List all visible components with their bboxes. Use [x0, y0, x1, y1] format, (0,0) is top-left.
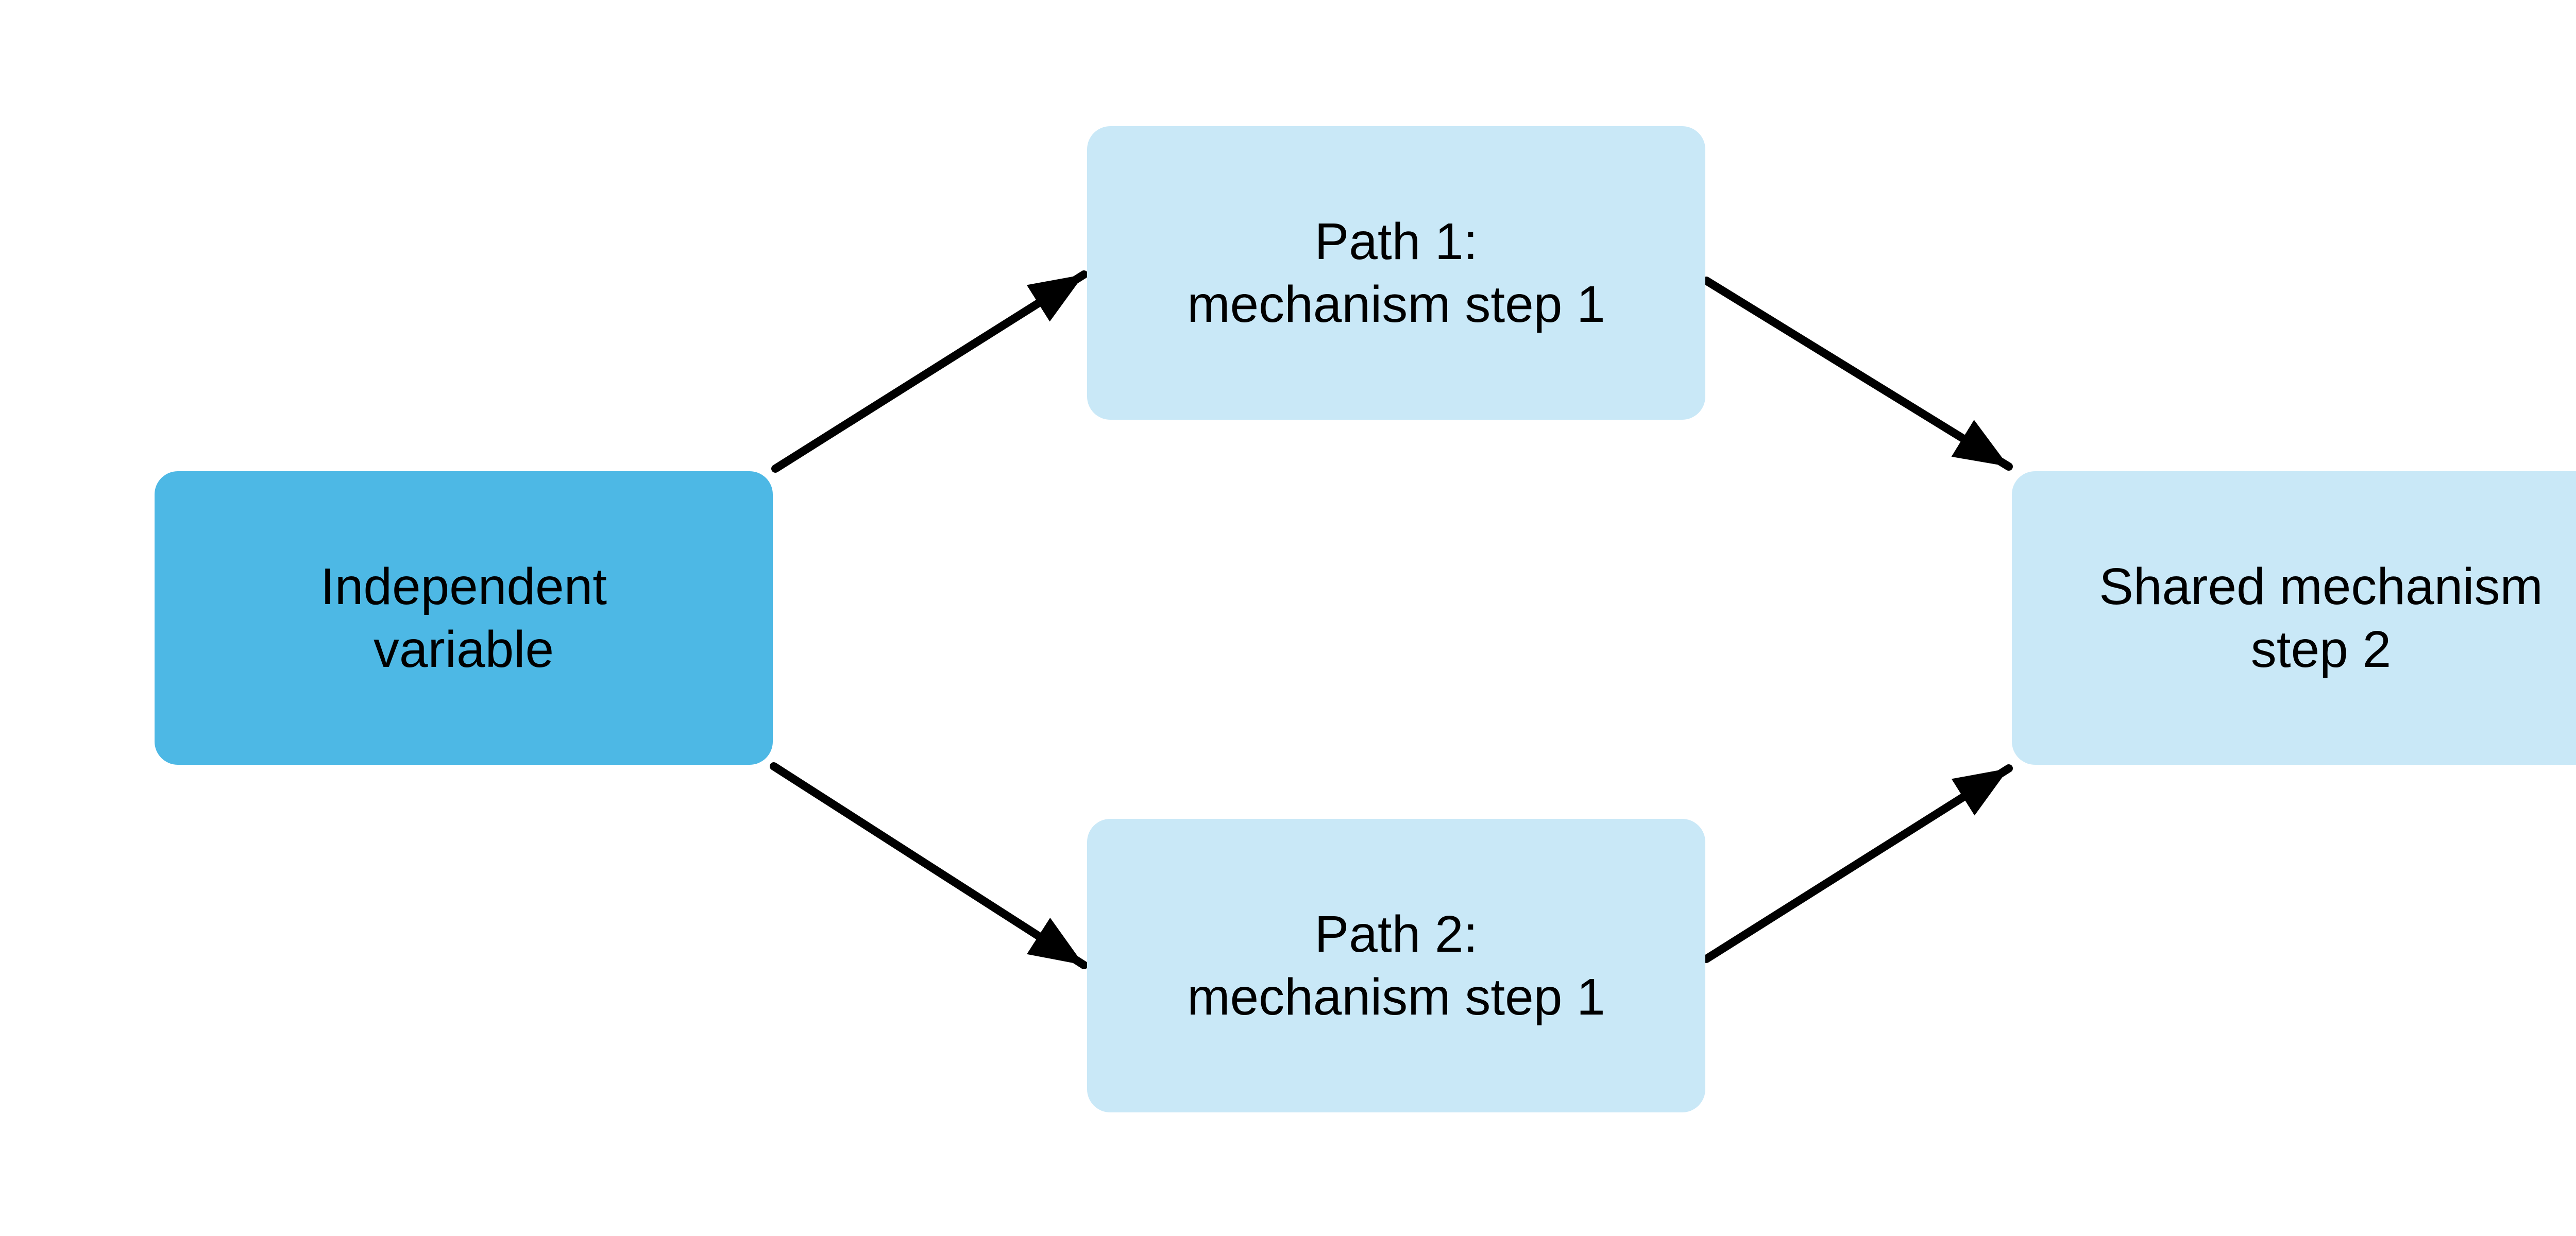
node-label-line: step 2	[2250, 621, 2392, 678]
node-label-line: Shared mechanism	[2099, 558, 2543, 615]
edge-independent-to-path-2	[770, 762, 1088, 969]
node-path-2: Path 2: mechanism step 1	[1087, 819, 1705, 1112]
node-label-line: variable	[373, 621, 554, 678]
node-label-line: Path 2:	[1314, 905, 1478, 963]
node-independent-variable: Independent variable	[155, 471, 773, 765]
node-label-line: Independent	[320, 558, 607, 615]
node-label-line: mechanism step 1	[1187, 968, 1605, 1026]
node-shared-mechanism: Shared mechanism step 2	[2012, 471, 2576, 765]
edge-independent-to-path-1	[771, 270, 1088, 473]
edge-path-1-to-shared-mechanism	[1702, 277, 2013, 471]
edge-path-2-to-shared-mechanism	[1702, 764, 2013, 963]
node-label-line: Path 1:	[1314, 213, 1478, 270]
node-label-line: mechanism step 1	[1187, 276, 1605, 333]
node-path-1: Path 1: mechanism step 1	[1087, 126, 1705, 420]
